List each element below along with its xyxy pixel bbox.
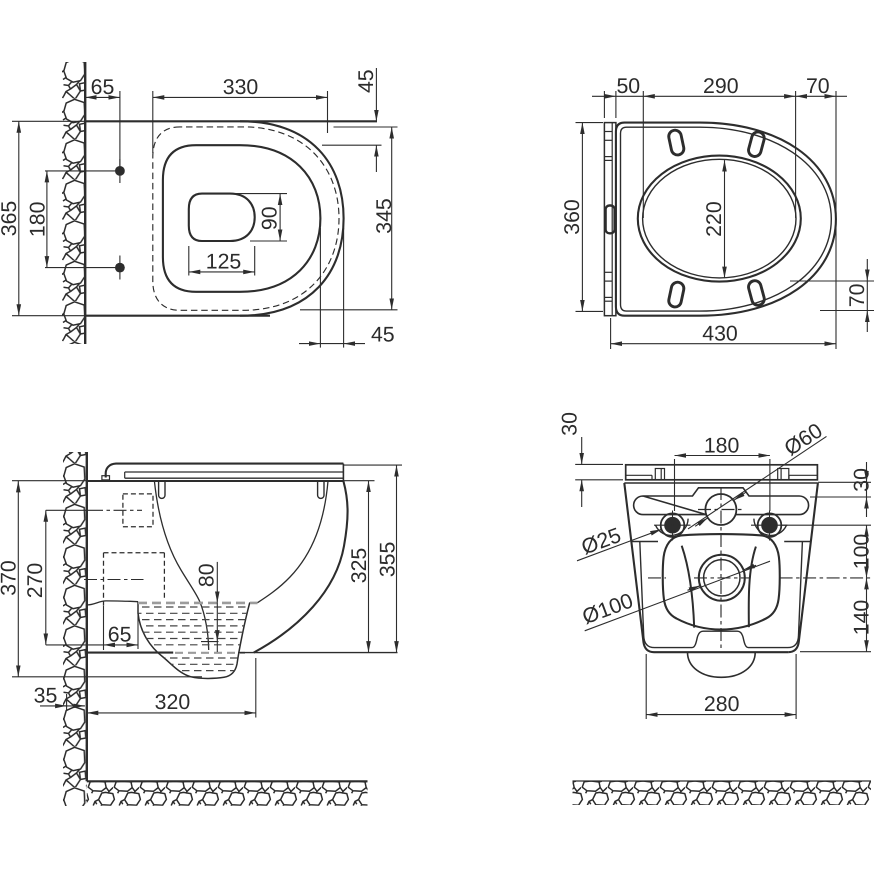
svg-text:280: 280	[704, 692, 740, 716]
svg-text:345: 345	[372, 198, 396, 234]
svg-text:365: 365	[0, 201, 21, 237]
svg-text:220: 220	[702, 201, 726, 237]
svg-text:50: 50	[616, 74, 640, 98]
svg-text:140: 140	[850, 600, 874, 636]
svg-text:290: 290	[703, 74, 739, 98]
svg-text:70: 70	[806, 74, 830, 98]
svg-text:330: 330	[223, 75, 259, 99]
svg-text:30: 30	[558, 412, 582, 436]
svg-text:45: 45	[371, 322, 395, 346]
svg-text:80: 80	[195, 563, 219, 587]
svg-text:65: 65	[91, 75, 115, 99]
svg-text:360: 360	[560, 199, 584, 235]
svg-text:180: 180	[704, 434, 740, 458]
svg-text:180: 180	[26, 201, 50, 237]
svg-text:320: 320	[155, 690, 191, 714]
svg-text:30: 30	[850, 468, 874, 492]
svg-text:100: 100	[850, 534, 874, 570]
svg-text:430: 430	[702, 321, 738, 345]
svg-text:35: 35	[34, 683, 58, 707]
svg-text:355: 355	[375, 542, 399, 578]
svg-text:325: 325	[347, 548, 371, 584]
svg-text:370: 370	[0, 560, 20, 596]
svg-text:90: 90	[258, 206, 282, 230]
svg-text:125: 125	[206, 249, 242, 273]
svg-text:65: 65	[108, 622, 132, 646]
svg-text:70: 70	[845, 283, 869, 307]
svg-text:45: 45	[354, 69, 378, 93]
svg-text:270: 270	[23, 563, 47, 599]
